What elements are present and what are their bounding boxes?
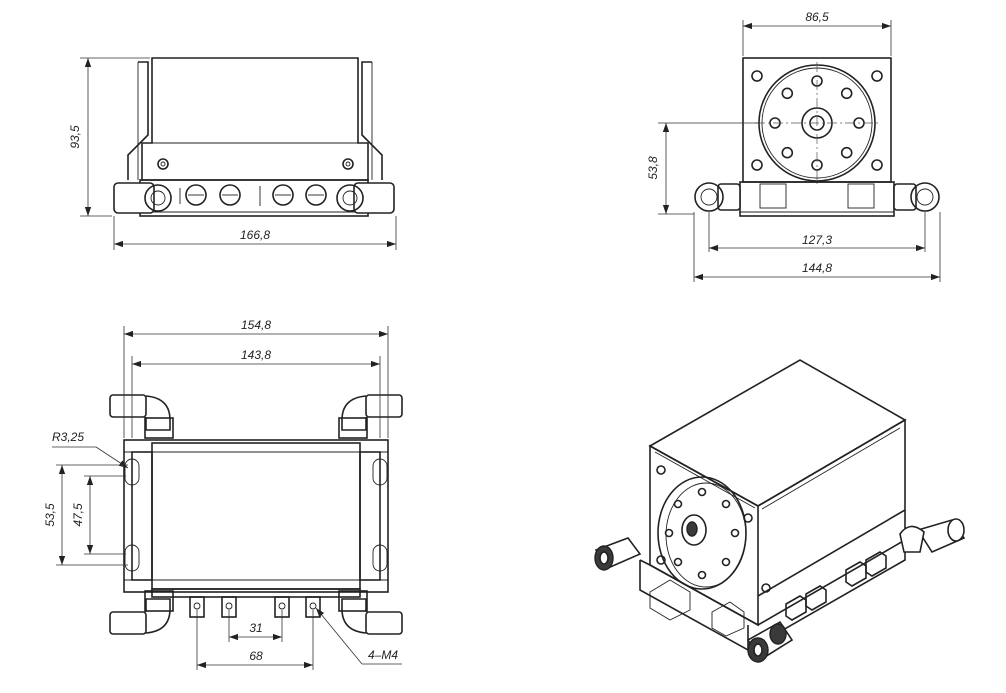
dim-top-inner-width: 143,8 xyxy=(241,348,271,362)
dim-top-thread-callout: 4–M4 xyxy=(368,648,398,662)
top-fitting-tl xyxy=(109,394,174,439)
dim-top-slot-span: 53,5 xyxy=(43,503,57,527)
iso-fitting-bottom xyxy=(746,620,794,663)
dim-front-height: 93,5 xyxy=(68,125,82,149)
iso-box-top xyxy=(648,359,907,507)
iso-box-right xyxy=(757,418,906,597)
isometric-view xyxy=(594,359,966,663)
top-fitting-br xyxy=(338,590,403,635)
fitting-icon xyxy=(109,611,147,635)
front-bracket-left xyxy=(127,61,149,180)
front-body xyxy=(141,57,369,181)
top-frame xyxy=(123,439,389,593)
top-fitting-bl xyxy=(109,590,174,635)
dim-side-total-width: 144,8 xyxy=(802,261,832,275)
screw-head-icon xyxy=(871,70,883,82)
front-bracket-right xyxy=(361,61,383,180)
front-valve-base xyxy=(139,179,369,217)
front-ports xyxy=(179,184,327,206)
top-valve-terminals xyxy=(189,596,321,618)
screw-head-icon xyxy=(656,465,666,475)
hole-icon xyxy=(697,487,707,497)
front-view: 93,5 166,8 xyxy=(68,57,397,250)
dim-top-slot-span-inner: 47,5 xyxy=(71,503,85,527)
screw-head-icon xyxy=(342,158,354,170)
top-slot xyxy=(124,458,140,486)
fitting-icon xyxy=(893,183,917,211)
side-view: 86,5 53,8 127,3 144,8 xyxy=(646,10,941,282)
dim-front-width: 166,8 xyxy=(240,228,270,242)
dim-side-fitting-span: 127,3 xyxy=(802,233,832,247)
fitting-icon xyxy=(717,183,741,211)
iso-fitting-right xyxy=(899,518,966,554)
fitting-icon xyxy=(365,394,403,418)
screw-head-icon xyxy=(751,70,763,82)
screw-head-icon xyxy=(761,583,771,593)
dim-side-center-height: 53,8 xyxy=(646,156,660,180)
top-fitting-tr xyxy=(338,394,403,439)
fitting-icon xyxy=(365,611,403,635)
screw-head-icon xyxy=(751,159,763,171)
screw-head-icon xyxy=(871,159,883,171)
dim-top-hole-span: 68 xyxy=(249,649,263,663)
dim-top-radius: R3,25 xyxy=(52,430,84,444)
iso-terminals xyxy=(785,551,887,621)
dim-top-outer-width: 154,8 xyxy=(241,318,271,332)
dim-top-hole-pitch: 31 xyxy=(249,621,262,635)
iso-fitting-left xyxy=(594,537,642,571)
dim-side-width: 86,5 xyxy=(805,10,829,24)
side-base xyxy=(739,181,895,217)
fitting-icon xyxy=(113,182,155,214)
fitting-icon xyxy=(109,394,147,418)
top-body xyxy=(151,442,361,590)
iso-flange-holes xyxy=(664,487,740,580)
top-view: 154,8 143,8 R3,25 53,5 47,5 31 68 4–M4 xyxy=(43,318,403,670)
screw-head-icon xyxy=(157,158,169,170)
fitting-icon xyxy=(353,182,395,214)
